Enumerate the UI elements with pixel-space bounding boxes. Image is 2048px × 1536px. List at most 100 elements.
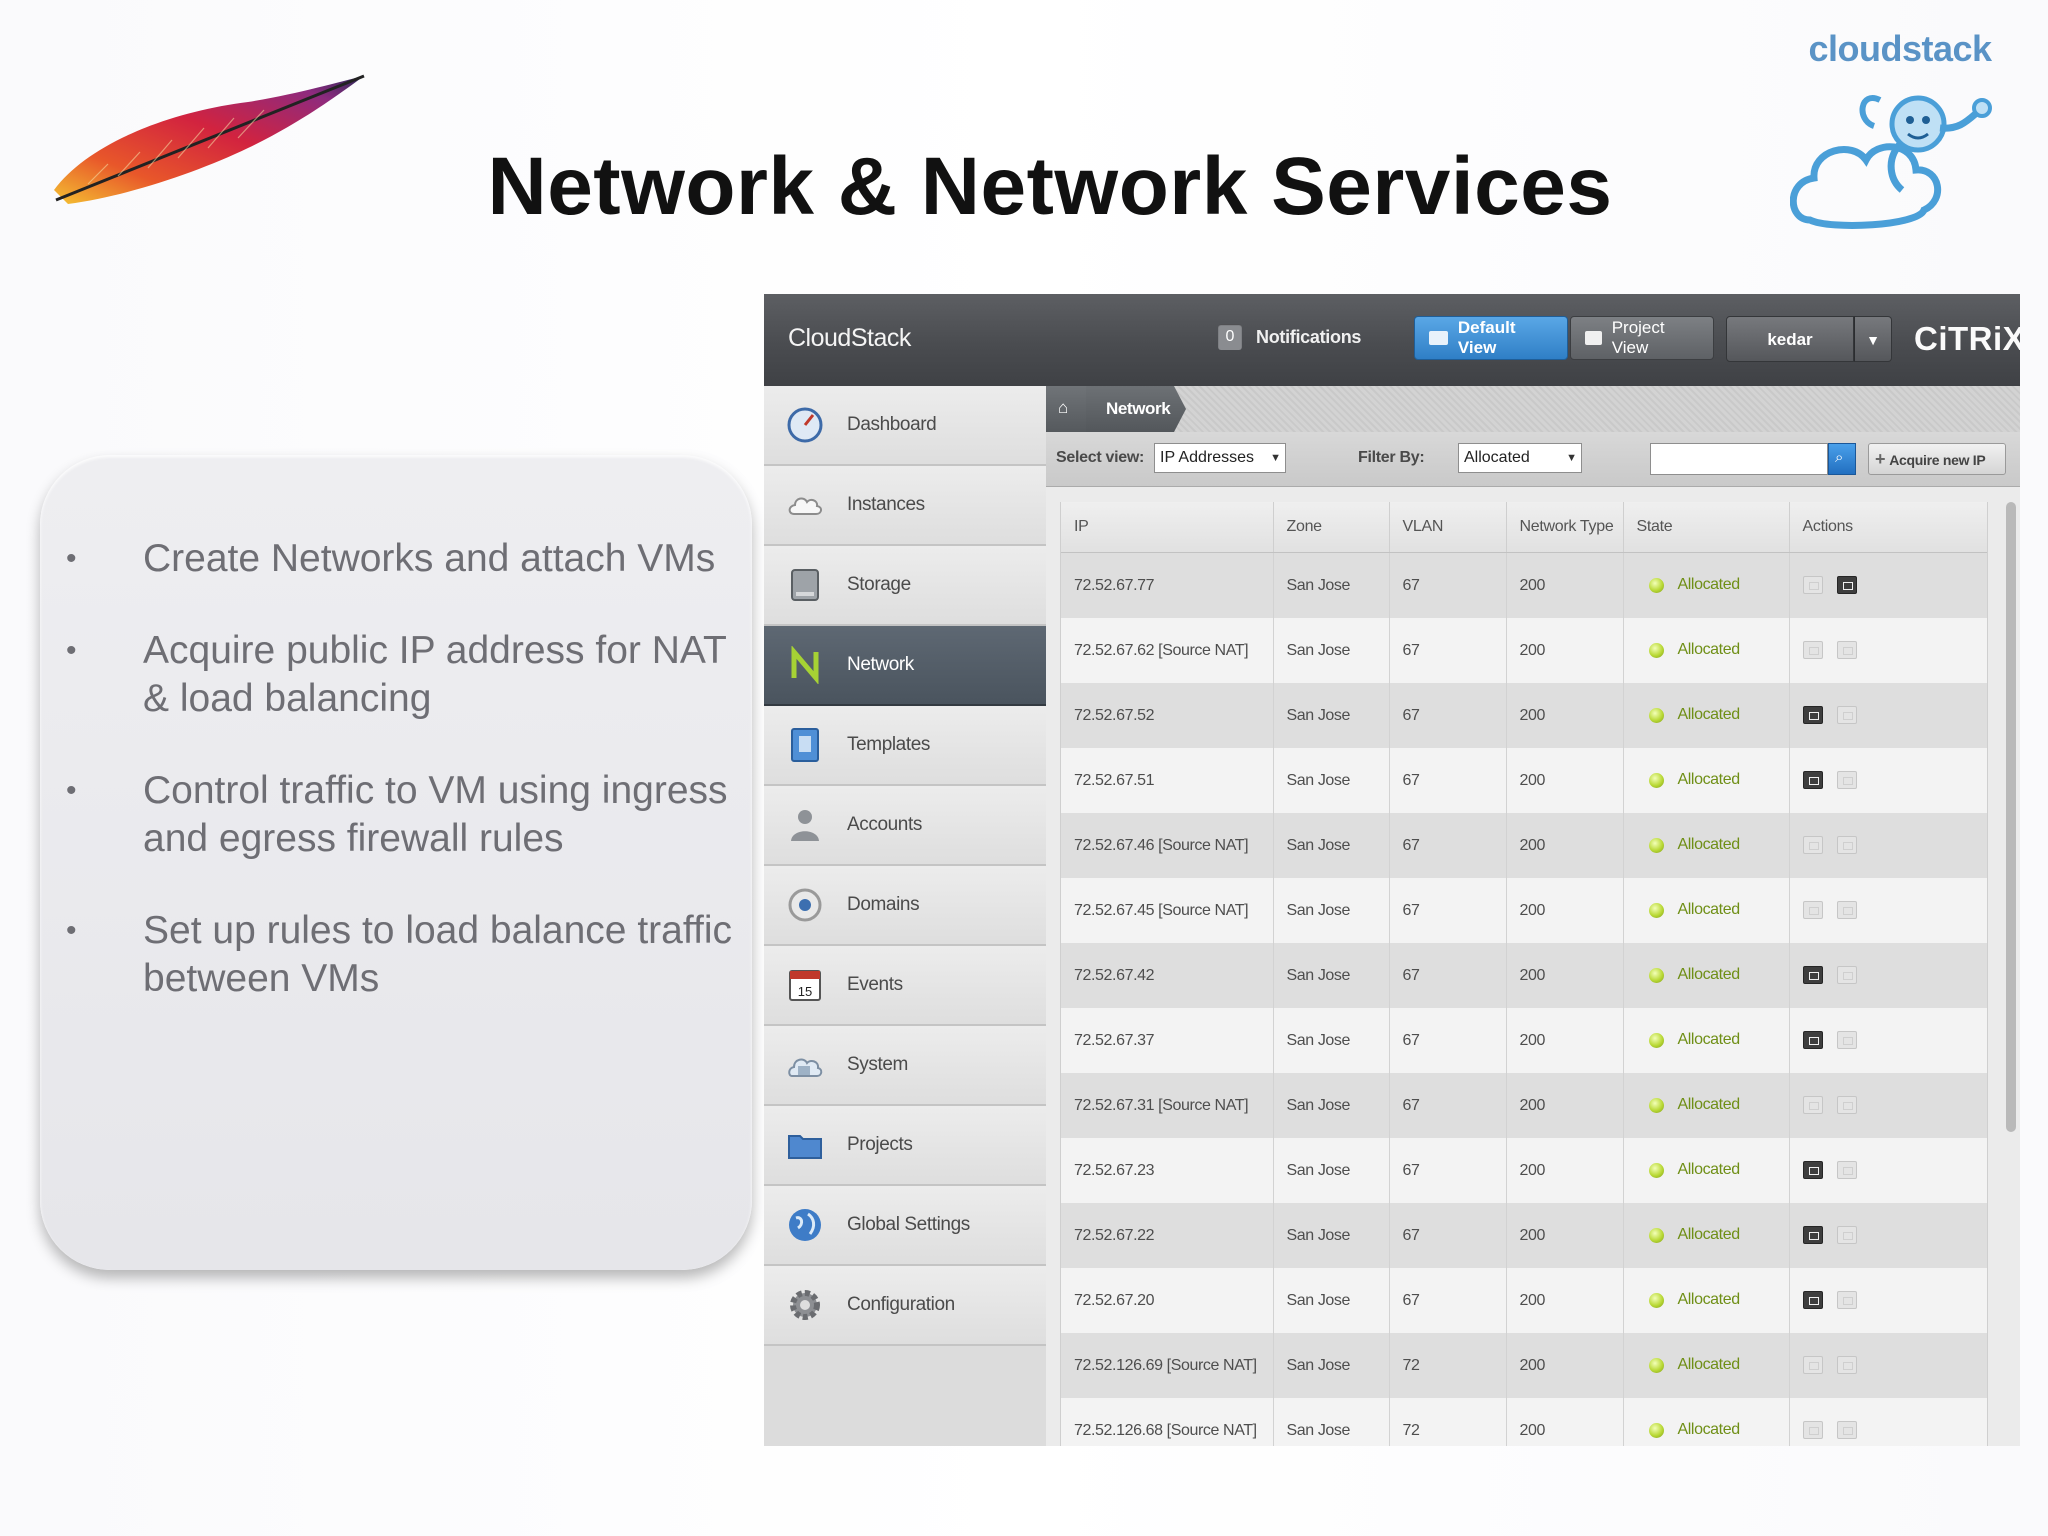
notifications-button[interactable]: 0 Notifications	[1218, 324, 1361, 350]
column-header-zone[interactable]: Zone	[1273, 502, 1390, 553]
column-header-state[interactable]: State	[1623, 502, 1790, 553]
ip-cell: 72.52.67.23	[1061, 1138, 1274, 1203]
breadcrumb-network[interactable]: Network	[1086, 386, 1186, 432]
port-forwarding-icon[interactable]	[1836, 1356, 1857, 1375]
port-forwarding-icon[interactable]	[1836, 1421, 1857, 1440]
sidebar-item-system[interactable]: System	[764, 1026, 1046, 1106]
enable-static-nat-icon[interactable]	[1802, 771, 1823, 790]
enable-static-nat-icon[interactable]	[1802, 1356, 1823, 1375]
vlan-cell: 67	[1389, 1138, 1507, 1203]
column-header-actions: Actions	[1789, 502, 1987, 553]
chevron-down-icon[interactable]: ▼	[1854, 316, 1892, 362]
bullet-text: Set up rules to load balance traffic bet…	[143, 909, 732, 1000]
sidebar-item-instances[interactable]: Instances	[764, 466, 1046, 546]
enable-static-nat-icon[interactable]	[1802, 836, 1823, 855]
status-indicator-icon	[1648, 902, 1664, 918]
enable-static-nat-icon[interactable]	[1802, 1291, 1823, 1310]
zone-cell: San Jose	[1273, 1073, 1390, 1138]
network-type-cell: 200	[1506, 1073, 1624, 1138]
port-forwarding-icon[interactable]	[1836, 1096, 1857, 1115]
bullet-item: •Set up rules to load balance traffic be…	[40, 907, 752, 1003]
select-view-dropdown[interactable]: IP Addresses ▼	[1154, 443, 1286, 473]
project-icon	[1585, 331, 1602, 345]
bullet-list: •Create Networks and attach VMs •Acquire…	[40, 535, 752, 1047]
app-brand: CloudStack	[788, 324, 911, 352]
sidebar-item-templates[interactable]: Templates	[764, 706, 1046, 786]
port-forwarding-icon[interactable]	[1836, 901, 1857, 920]
vlan-cell: 67	[1389, 618, 1507, 683]
sidebar-item-configuration[interactable]: Configuration	[764, 1266, 1046, 1346]
sidebar-item-global-settings[interactable]: Global Settings	[764, 1186, 1046, 1266]
cloudstack-app-window: CloudStack 0 Notifications Default View …	[764, 294, 2020, 1446]
enable-static-nat-icon[interactable]	[1802, 576, 1823, 595]
sidebar-item-label: Accounts	[847, 814, 922, 835]
select-view-value: IP Addresses	[1160, 449, 1254, 466]
ip-address-table: IP Zone VLAN Network Type State Actions …	[1060, 502, 1988, 1446]
port-forwarding-icon[interactable]	[1836, 576, 1857, 595]
sidebar-item-dashboard[interactable]: Dashboard	[764, 386, 1046, 466]
port-forwarding-icon[interactable]	[1836, 771, 1857, 790]
port-forwarding-icon[interactable]	[1836, 1226, 1857, 1245]
sidebar-item-network[interactable]: Network	[764, 626, 1046, 706]
port-forwarding-icon[interactable]	[1836, 641, 1857, 660]
enable-static-nat-icon[interactable]	[1802, 1031, 1823, 1050]
state-cell: Allocated	[1623, 1073, 1790, 1138]
enable-static-nat-icon[interactable]	[1802, 706, 1823, 725]
sidebar-item-storage[interactable]: Storage	[764, 546, 1046, 626]
search-input[interactable]	[1650, 443, 1828, 475]
enable-static-nat-icon[interactable]	[1802, 1421, 1823, 1440]
sidebar-item-projects[interactable]: Projects	[764, 1106, 1046, 1186]
filter-by-dropdown[interactable]: Allocated ▼	[1458, 443, 1582, 473]
port-forwarding-icon[interactable]	[1836, 966, 1857, 985]
enable-static-nat-icon[interactable]	[1802, 966, 1823, 985]
ip-cell: 72.52.67.46 [Source NAT]	[1061, 813, 1274, 878]
enable-static-nat-icon[interactable]	[1802, 1161, 1823, 1180]
acquire-new-ip-button[interactable]: +Acquire new IP	[1868, 443, 2006, 475]
port-forwarding-icon[interactable]	[1836, 706, 1857, 725]
network-icon	[791, 646, 819, 684]
system-icon	[788, 1058, 823, 1077]
port-forwarding-icon[interactable]	[1836, 1031, 1857, 1050]
breadcrumb-home[interactable]: ⌂	[1046, 386, 1086, 432]
status-indicator-icon	[1648, 707, 1664, 723]
project-view-button[interactable]: Project View	[1570, 316, 1714, 360]
state-text: Allocated	[1677, 1096, 1741, 1114]
bullet-dot: •	[66, 542, 77, 575]
port-forwarding-icon[interactable]	[1836, 1291, 1857, 1310]
search-button[interactable]: ⌕	[1828, 443, 1856, 475]
table-scrollbar[interactable]	[2006, 502, 2016, 1132]
column-header-ip[interactable]: IP	[1061, 502, 1274, 553]
sidebar-item-domains[interactable]: Domains	[764, 866, 1046, 946]
column-header-network-type[interactable]: Network Type	[1506, 502, 1624, 553]
folder-icon	[1429, 331, 1448, 345]
ip-cell: 72.52.67.51	[1061, 748, 1274, 813]
chevron-down-icon: ▼	[1566, 452, 1577, 464]
enable-static-nat-icon[interactable]	[1802, 1226, 1823, 1245]
state-text: Allocated	[1677, 576, 1741, 594]
filter-by-value: Allocated	[1464, 449, 1530, 466]
sidebar-item-accounts[interactable]: Accounts	[764, 786, 1046, 866]
user-menu-button[interactable]: kedar	[1726, 316, 1854, 362]
port-forwarding-icon[interactable]	[1836, 836, 1857, 855]
enable-static-nat-icon[interactable]	[1802, 641, 1823, 660]
default-view-button[interactable]: Default View	[1414, 316, 1568, 360]
port-forwarding-icon[interactable]	[1836, 1161, 1857, 1180]
enable-static-nat-icon[interactable]	[1802, 901, 1823, 920]
enable-static-nat-icon[interactable]	[1802, 1096, 1823, 1115]
column-header-vlan[interactable]: VLAN	[1389, 502, 1507, 553]
sidebar-item-events[interactable]: 15 Events	[764, 946, 1046, 1026]
